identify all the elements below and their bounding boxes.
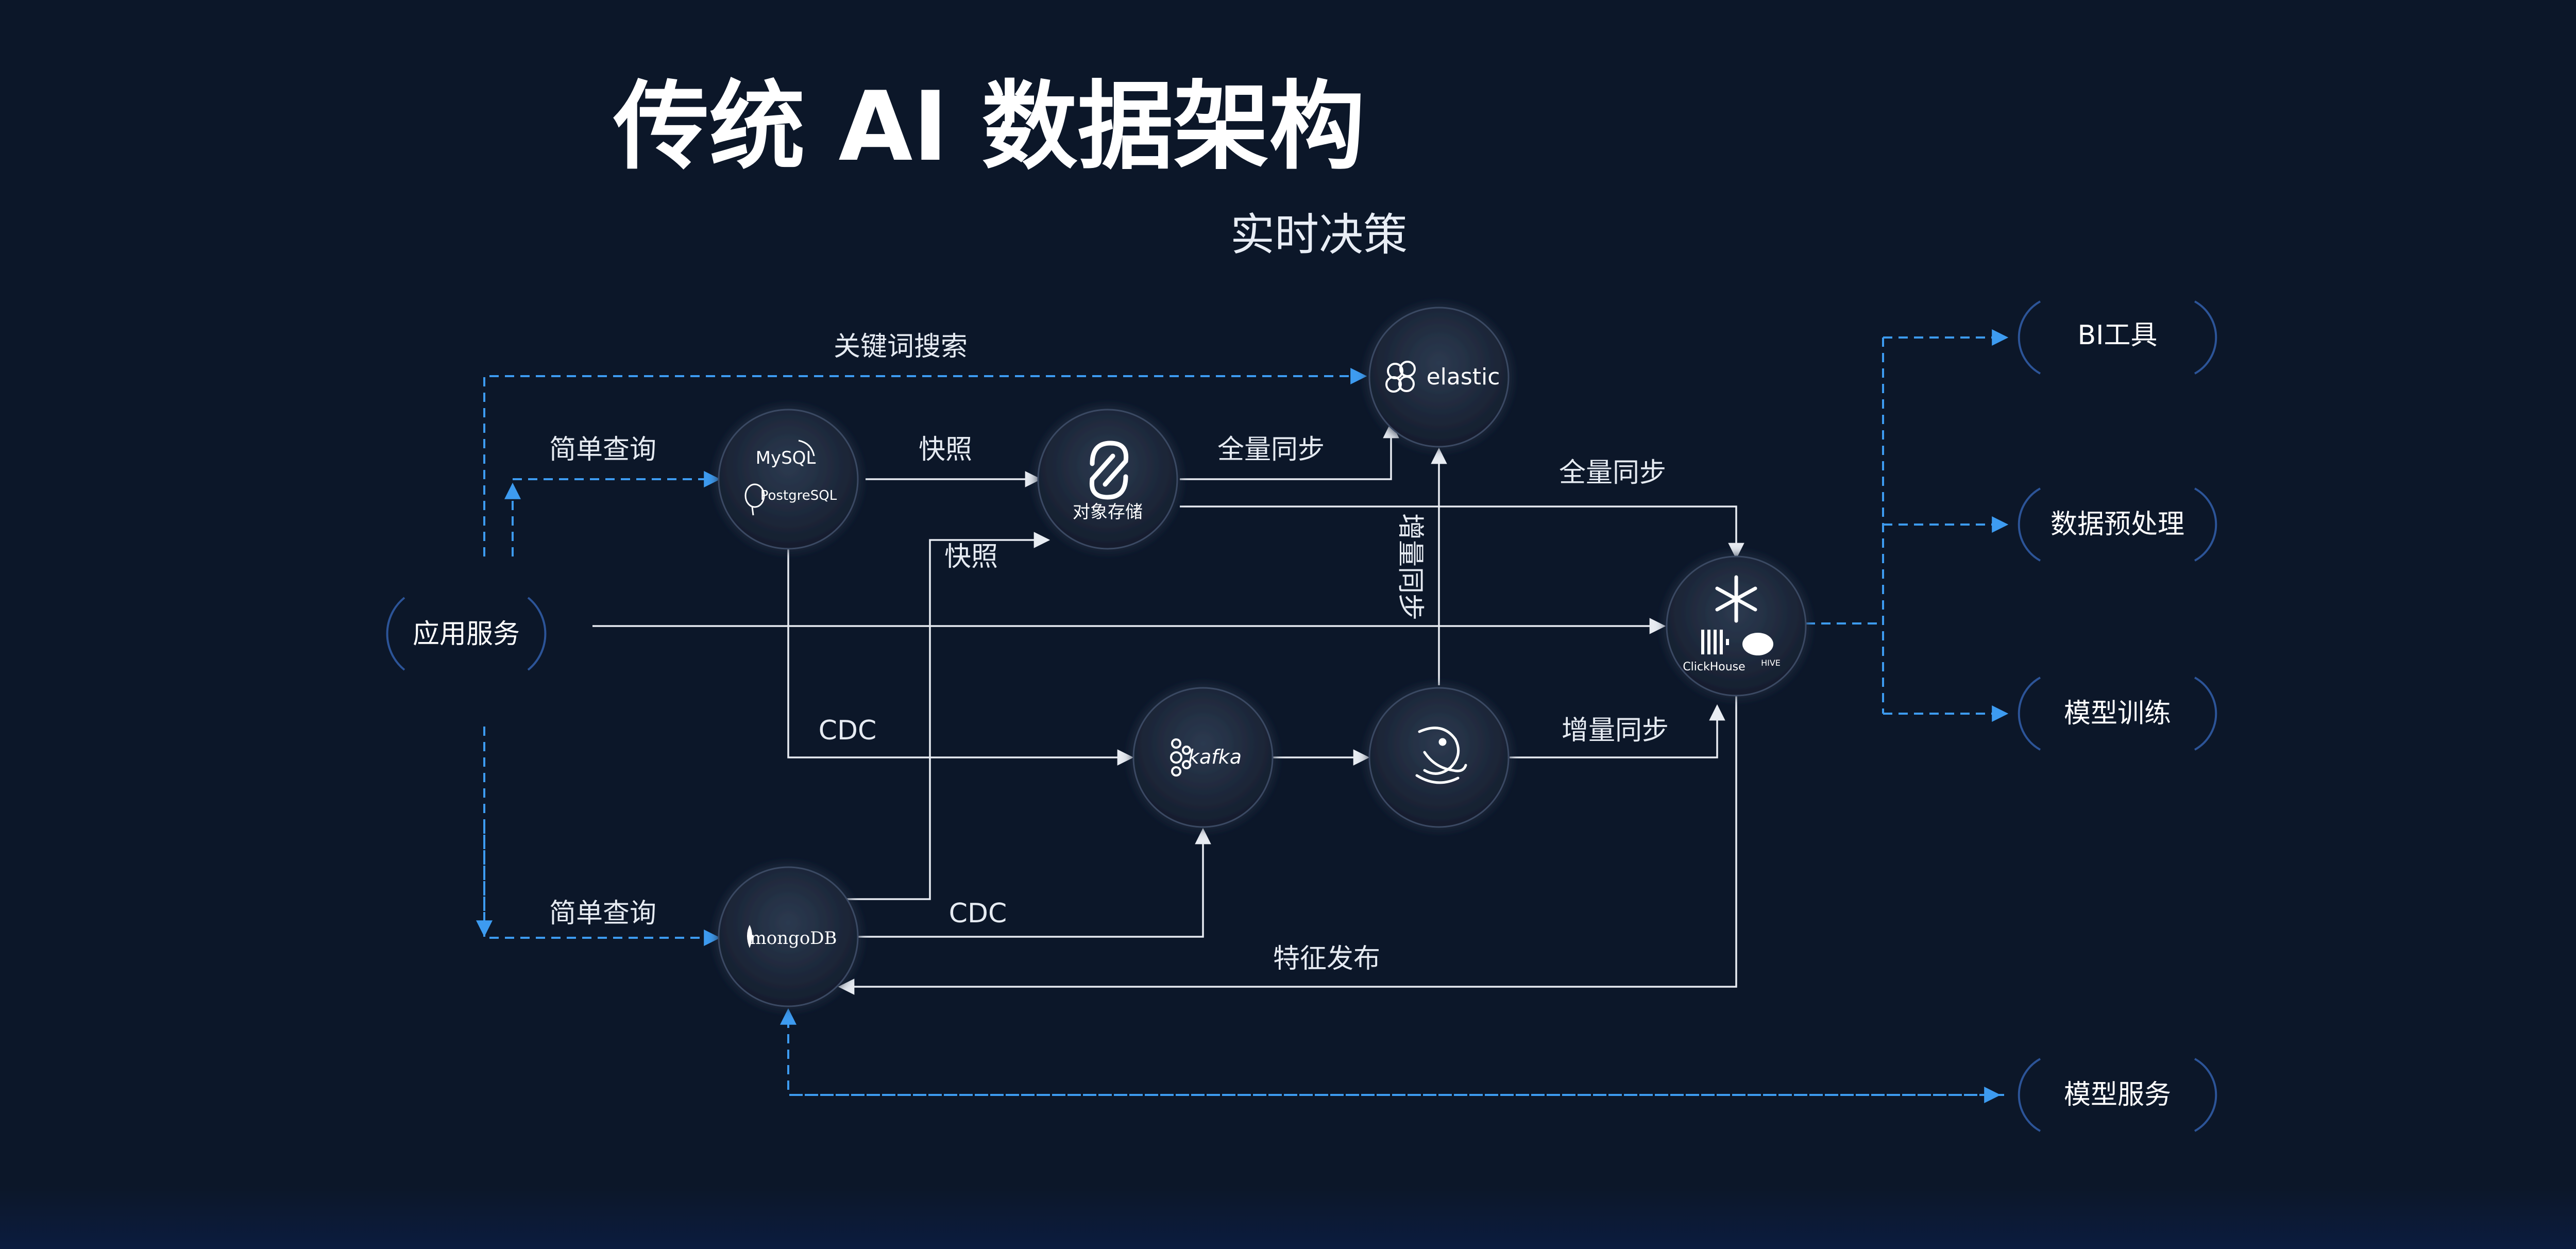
app-service-label: 应用服务 xyxy=(413,619,520,650)
cdc-relational-label: CDC xyxy=(819,715,877,746)
cdc-relational-arrow xyxy=(787,549,1134,766)
output-bi-tools[interactable]: BI工具 xyxy=(2018,300,2217,375)
page-title: 传统 AI 数据架构 xyxy=(613,71,1365,182)
keyword-search-label: 关键词搜索 xyxy=(834,331,968,362)
simple-query-bottom-arrow xyxy=(483,727,721,946)
output-preprocessing[interactable]: 数据预处理 xyxy=(2018,487,2217,562)
relational-db-node[interactable]: MySQL PostgreSQL xyxy=(718,409,859,550)
output-model-serving[interactable]: 模型服务 xyxy=(2018,1058,2217,1132)
kafka-label: kafka xyxy=(1188,746,1242,768)
elastic-node[interactable]: elastic xyxy=(1368,307,1510,448)
output-model-training[interactable]: 模型训练 xyxy=(2018,677,2217,751)
mysql-label: MySQL xyxy=(756,448,816,468)
dolphin-icon xyxy=(798,440,815,457)
kafka-node[interactable]: kafka xyxy=(1132,687,1274,828)
flink-squirrel-icon xyxy=(1415,727,1467,784)
bi-tools-label: BI工具 xyxy=(2077,320,2157,351)
object-storage-icon xyxy=(1089,441,1129,500)
elastic-icon xyxy=(1385,361,1416,393)
object-storage-label: 对象存储 xyxy=(1073,502,1143,522)
snapshot-2-arrow xyxy=(837,532,1050,900)
model-serving-label: 模型服务 xyxy=(2064,1079,2171,1110)
incremental-sync-arrow xyxy=(1510,704,1725,758)
object-storage-node[interactable]: 对象存储 xyxy=(1037,409,1178,550)
full-sync-elastic-arrow xyxy=(1180,421,1399,480)
app-service-node[interactable]: 应用服务 xyxy=(386,597,547,671)
feature-publish-arrow xyxy=(838,696,1737,995)
keyword-search-arrow xyxy=(483,368,1367,556)
stream-processor-node[interactable] xyxy=(1368,687,1510,828)
incremental-sync-vertical-label: 增量同步 xyxy=(1395,513,1426,620)
snapshot-2-label: 快照 xyxy=(944,542,998,572)
cdc-mongo-arrow xyxy=(837,828,1211,938)
kafka-icon xyxy=(1170,738,1191,777)
simple-query-bottom-label: 简单查询 xyxy=(549,898,656,929)
mongodb-label: mongoDB xyxy=(750,928,837,949)
full-sync-elastic-label: 全量同步 xyxy=(1217,434,1325,465)
hive-label: HIVE xyxy=(1761,658,1781,668)
simple-query-top-arrow xyxy=(512,471,721,556)
model-serving-arrow xyxy=(780,1008,2004,1096)
model-training-label: 模型训练 xyxy=(2064,698,2171,729)
full-sync-warehouse-label: 全量同步 xyxy=(1559,458,1666,488)
snowflake-icon xyxy=(1715,575,1757,623)
elastic-label: elastic xyxy=(1427,364,1500,390)
dashed-connections xyxy=(476,329,2009,1103)
cdc-mongo-label: CDC xyxy=(949,898,1007,929)
clickhouse-icon xyxy=(1701,630,1729,654)
clickhouse-label: ClickHouse xyxy=(1683,661,1745,673)
warehouse-node[interactable]: ClickHouse HIVE xyxy=(1666,555,1807,697)
edge-labels: 关键词搜索 简单查询 快照 全量同步 全量同步 快照 增量同步 CDC 增量同步… xyxy=(549,331,1669,974)
simple-query-top-label: 简单查询 xyxy=(549,434,656,465)
feature-publish-label: 特征发布 xyxy=(1273,943,1380,974)
mongodb-leaf-icon xyxy=(747,925,752,948)
hive-bee-icon xyxy=(1742,633,1773,655)
snapshot-1-label: 快照 xyxy=(919,434,972,465)
incremental-sync-label: 增量同步 xyxy=(1562,715,1669,746)
page-subtitle: 实时决策 xyxy=(1230,209,1408,261)
elephant-icon xyxy=(744,483,765,516)
mongodb-node[interactable]: mongoDB xyxy=(718,866,859,1007)
full-sync-warehouse-arrow xyxy=(1180,505,1744,560)
preprocessing-label: 数据预处理 xyxy=(2050,509,2184,540)
postgres-label: PostgreSQL xyxy=(760,488,837,503)
solid-connections xyxy=(592,421,1744,995)
